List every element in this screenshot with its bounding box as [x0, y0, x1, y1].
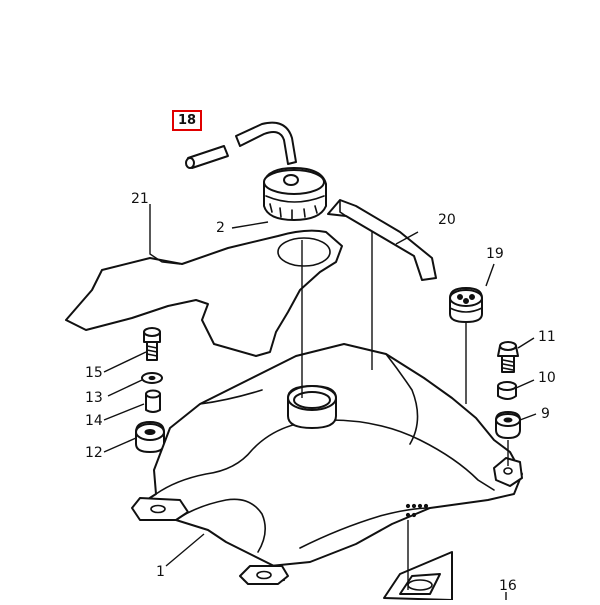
part-9-damper — [495, 411, 521, 439]
part-16-bracket — [383, 551, 453, 601]
part-12-damper — [135, 421, 165, 453]
part-21-gasket-plate — [65, 229, 343, 357]
callout-11: 11 — [538, 329, 556, 345]
callout-21: 21 — [131, 191, 149, 207]
callout-15: 15 — [85, 365, 103, 381]
callout-20: 20 — [438, 212, 456, 228]
part-19-grommet — [449, 287, 483, 323]
callout-14: 14 — [85, 413, 103, 429]
callout-2: 2 — [216, 220, 225, 236]
part-13-washer — [141, 372, 163, 384]
callout-10: 10 — [538, 370, 556, 386]
callout-16: 16 — [499, 578, 517, 594]
part-2-fuel-cap — [263, 167, 327, 221]
leader-lines — [103, 204, 537, 600]
callout-13: 13 — [85, 390, 103, 406]
callout-18: 18 — [172, 110, 203, 131]
part-20-strap — [327, 199, 437, 281]
breather-hose — [235, 121, 297, 165]
callout-1: 1 — [156, 564, 165, 580]
part-15-bolt — [143, 327, 161, 361]
callout-19: 19 — [486, 246, 504, 262]
part-10-collar — [497, 381, 517, 400]
callout-12: 12 — [85, 445, 103, 461]
part-14-collar — [145, 389, 161, 413]
part-1-fuel-tank — [131, 343, 523, 585]
callout-9: 9 — [541, 406, 550, 422]
part-11-bolt — [497, 341, 519, 373]
part-18-hose-piece — [185, 145, 229, 169]
